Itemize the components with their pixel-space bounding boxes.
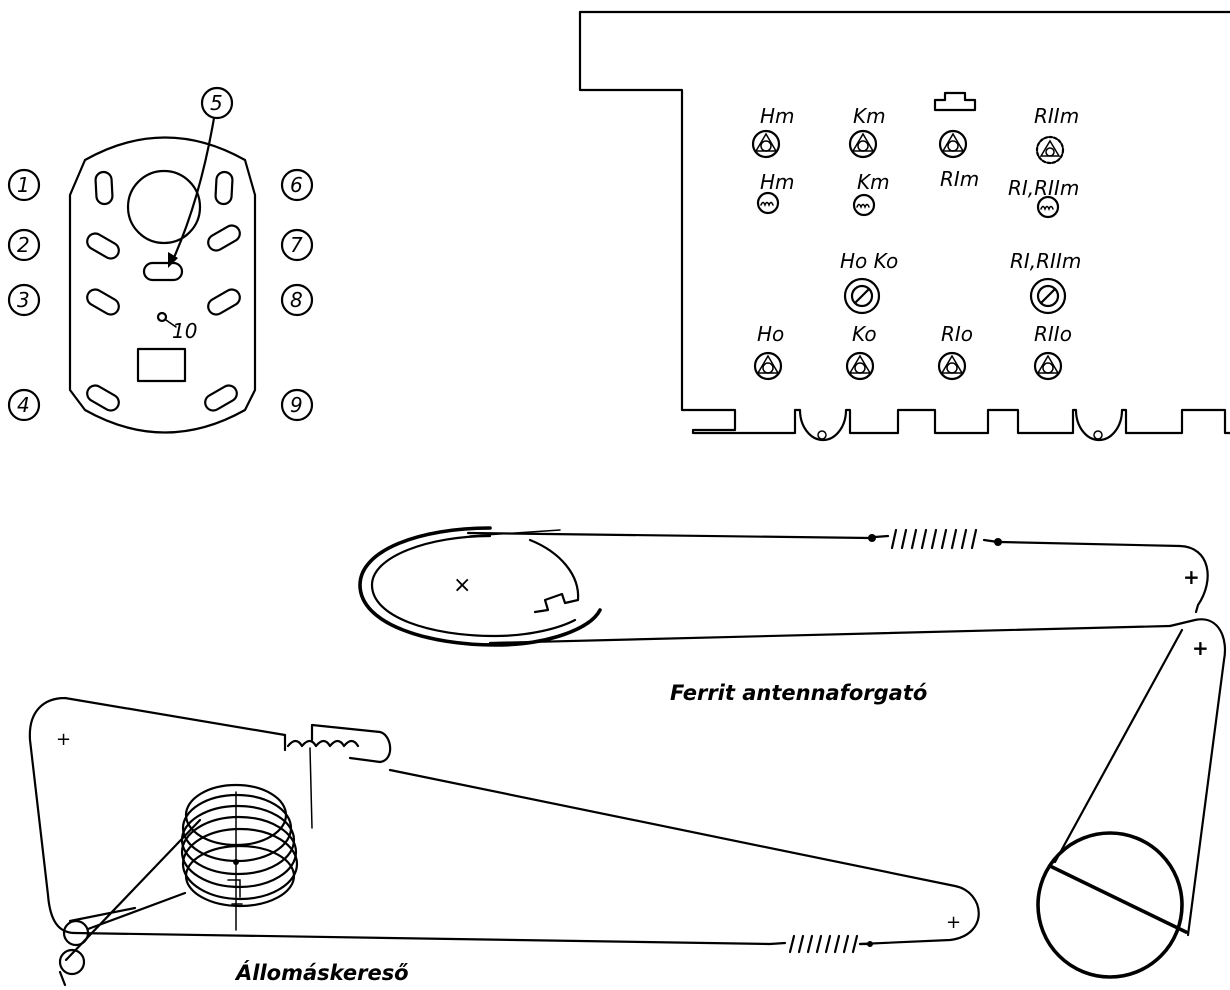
finder-spring-end — [867, 941, 873, 947]
pin-4-circle — [7, 388, 41, 422]
rotator-bottom-chord — [1048, 864, 1188, 934]
coil-hm — [756, 191, 780, 215]
finder-pulley-top — [62, 919, 90, 947]
label-riio: RIIo — [1034, 322, 1072, 346]
coil-km — [852, 193, 876, 217]
pin-2-circle — [7, 228, 41, 262]
pin-8-circle — [280, 283, 314, 317]
pot-ho-ko — [843, 277, 881, 315]
label-ho: Ho — [757, 322, 784, 346]
pin-5-arrow — [170, 116, 216, 264]
rotator-spring — [873, 528, 1000, 550]
pin-9-label: 9 — [290, 393, 303, 417]
pin-3-circle — [7, 283, 41, 317]
rotator-plus-mid: + — [1192, 636, 1209, 660]
finder-top-spring — [283, 723, 392, 764]
slot-pin-8 — [207, 288, 241, 316]
rotator-drum-inner — [370, 534, 577, 638]
ferrite-antenna-rotator: × + + — [358, 526, 1226, 979]
finder-plus-left: + — [56, 729, 71, 750]
trimmer-ho — [753, 351, 783, 381]
trimmer-center-top — [938, 129, 968, 159]
label-ri-riim-pot: RI,RIIm — [1010, 249, 1081, 273]
label-ri-riim-mid: RI,RIIm — [1008, 176, 1079, 200]
label-ko: Ko — [852, 322, 877, 346]
pin-4-label: 4 — [17, 393, 30, 417]
label-km-top: Km — [853, 104, 886, 128]
slot-pin-1 — [94, 170, 114, 206]
pin-5-callout-circle — [200, 86, 234, 120]
rotator-belt-left-run — [1053, 628, 1184, 864]
slot-pin-2 — [86, 232, 120, 260]
rotator-belt — [466, 531, 1209, 645]
finder-spring-post — [309, 747, 313, 829]
label-riim-top: RIIm — [1034, 104, 1079, 128]
rotator-belt-lower — [1168, 618, 1226, 937]
trimmer-riim-top — [1035, 135, 1065, 165]
rotator-spring-end-right — [994, 538, 1002, 546]
pin-7-circle — [280, 228, 314, 262]
label-hm-top: Hm — [760, 104, 795, 128]
pin-1-circle — [7, 168, 41, 202]
pin-6-circle — [280, 168, 314, 202]
pin-10-leader — [165, 319, 177, 328]
station-finder: + + — [28, 696, 980, 987]
panel-top-tab — [933, 91, 977, 112]
pin-10-hole — [156, 311, 168, 323]
panel-mount-hole-left — [817, 430, 827, 440]
label-hm-mid: Hm — [760, 170, 795, 194]
slot-pin-7 — [207, 224, 241, 252]
finder-plus-right: + — [946, 912, 961, 933]
slot-pin-6 — [214, 170, 234, 206]
label-ho-ko: Ho Ko — [840, 249, 898, 273]
finder-coil-stack — [180, 783, 299, 931]
pin-10-label: 10 — [172, 319, 197, 343]
label-km-mid: Km — [857, 170, 890, 194]
rotator-drum — [358, 526, 602, 647]
adjustment-panel: Hm Km RIIm Hm Km RIm RI,RIIm Ho Ko RI,RI… — [578, 10, 1230, 442]
panel-outline — [578, 10, 1230, 442]
pin-5-arrowhead — [168, 252, 178, 268]
trimmer-km-top — [848, 129, 878, 159]
pin-5-label: 5 — [210, 91, 223, 115]
trimmer-riio — [1033, 351, 1063, 381]
rotator-drum-slot — [528, 538, 580, 614]
pot-ri-riim — [1029, 277, 1067, 315]
tube-socket: 10 5 1 2 3 4 6 7 8 9 — [7, 86, 314, 434]
panel-mount-hole-right — [1093, 430, 1103, 440]
finder-lower-spring — [768, 934, 872, 954]
slot-pin-4 — [86, 384, 120, 412]
finder-cord-to-coil — [58, 818, 202, 987]
pin-1-label: 1 — [17, 173, 30, 197]
slot-pin-9 — [204, 384, 238, 412]
label-rim-mid: RIm — [940, 167, 979, 191]
trimmer-ko — [845, 351, 875, 381]
caption-allomas: Állomáskereső — [234, 960, 409, 985]
pin-8-label: 8 — [290, 288, 303, 312]
finder-pulley-bottom — [58, 948, 86, 976]
pin-6-label: 6 — [290, 173, 303, 197]
trimmer-rio — [937, 351, 967, 381]
pin-9-circle — [280, 388, 314, 422]
label-rio: RIo — [941, 322, 973, 346]
rotator-plus-top: + — [1183, 565, 1200, 589]
rotator-bottom-pulley — [1036, 831, 1184, 979]
socket-rect-hole — [136, 347, 187, 383]
pin-3-label: 3 — [17, 288, 30, 312]
caption-ferrit: Ferrit antennaforgató — [670, 681, 927, 705]
pin-7-label: 7 — [290, 233, 303, 257]
rotator-spring-end-left — [868, 534, 876, 542]
rotator-center-mark: × — [453, 573, 471, 598]
trimmer-hm-top — [751, 129, 781, 159]
socket-plate — [68, 136, 257, 434]
coil-ri-riim — [1036, 195, 1060, 219]
pin-2-label: 2 — [17, 233, 30, 257]
finder-belt-outline — [28, 696, 980, 946]
slot-pin-3 — [86, 288, 120, 316]
socket-center-hole — [126, 169, 202, 245]
slot-pin-5 — [142, 261, 184, 282]
